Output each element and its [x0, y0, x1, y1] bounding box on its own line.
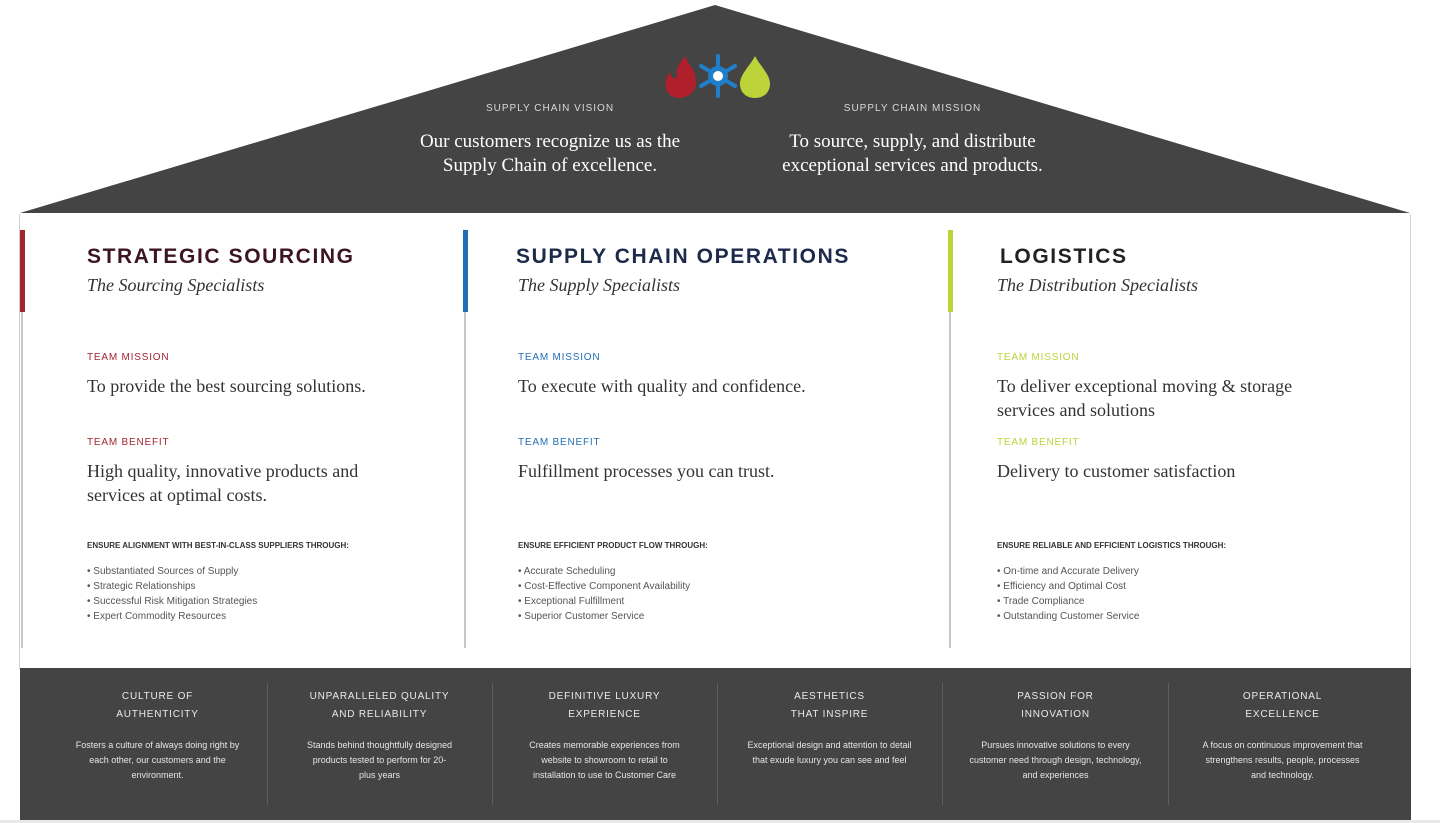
pillar-heading: DEFINITIVE LUXURY EXPERIENCE [548, 691, 661, 720]
accent-bar [20, 230, 25, 312]
supply-chain-mission: SUPPLY CHAIN MISSION To source, supply, … [745, 103, 1080, 178]
value-pillar: OPERATIONAL EXCELLENCE A focus on contin… [1195, 688, 1370, 783]
column-title: LOGISTICS [1000, 245, 1128, 268]
team-benefit-label: TEAM BENEFIT [997, 437, 1080, 448]
ensure-heading: ENSURE ALIGNMENT WITH BEST-IN-CLASS SUPP… [87, 541, 349, 550]
accent-bar [948, 230, 953, 312]
value-pillar: UNPARALLELED QUALITY AND RELIABILITY Sta… [292, 688, 467, 783]
column-subtitle: The Sourcing Specialists [87, 275, 265, 295]
list-item: Successful Risk Mitigation Strategies [87, 594, 257, 609]
pillar-divider [492, 683, 493, 805]
snowflake-icon [699, 54, 737, 98]
pillar-heading: OPERATIONAL EXCELLENCE [1242, 691, 1323, 720]
pillar-heading: CULTURE OF AUTHENTICITY [116, 691, 199, 720]
list-item: Trade Compliance [997, 594, 1139, 609]
column-title: SUPPLY CHAIN OPERATIONS [516, 245, 850, 268]
list-item: Accurate Scheduling [518, 564, 690, 579]
flame-icon [665, 56, 696, 98]
mission-label: SUPPLY CHAIN MISSION [843, 103, 982, 114]
ensure-list: Substantiated Sources of Supply Strategi… [87, 564, 257, 624]
column-subtitle: The Supply Specialists [518, 275, 680, 295]
column-divider [464, 312, 466, 648]
team-mission-label: TEAM MISSION [997, 352, 1080, 363]
team-mission-text: To provide the best sourcing solutions. [87, 376, 366, 396]
list-item: Cost-Effective Component Availability [518, 579, 690, 594]
pillar-description: Pursues innovative solutions to every cu… [969, 740, 1142, 780]
pillar-heading: PASSION FOR INNOVATION [1017, 691, 1094, 720]
team-mission-label: TEAM MISSION [518, 352, 601, 363]
vision-label: SUPPLY CHAIN VISION [485, 103, 615, 114]
pillar-description: Stands behind thoughtfully designed prod… [306, 740, 453, 780]
right-wall [1410, 214, 1411, 669]
pillar-description: Fosters a culture of always doing right … [75, 740, 240, 780]
water-drop-icon [740, 56, 770, 98]
pillar-divider [717, 683, 718, 805]
brand-icons [665, 54, 770, 98]
team-benefit-label: TEAM BENEFIT [518, 437, 601, 448]
roof-shape [20, 5, 1410, 213]
value-pillar: AESTHETICS THAT INSPIRE Exceptional desi… [742, 688, 917, 768]
team-benefit-text: Delivery to customer satisfaction [997, 461, 1236, 481]
left-wall [19, 214, 20, 669]
column-strategic-sourcing: STRATEGIC SOURCING The Sourcing Speciali… [20, 230, 460, 648]
supply-chain-vision: SUPPLY CHAIN VISION Our customers recogn… [400, 103, 700, 178]
foundation: CULTURE OF AUTHENTICITY Fosters a cultur… [20, 668, 1411, 820]
list-item: Exceptional Fulfillment [518, 594, 690, 609]
bottom-edge [0, 820, 1440, 823]
list-item: Substantiated Sources of Supply [87, 564, 257, 579]
column-logistics: LOGISTICS The Distribution Specialists T… [948, 230, 1388, 648]
list-item: Efficiency and Optimal Cost [997, 579, 1139, 594]
team-mission-text: To execute with quality and confidence. [518, 376, 806, 396]
pillar-heading: UNPARALLELED QUALITY AND RELIABILITY [309, 691, 450, 720]
ensure-list: On-time and Accurate Delivery Efficiency… [997, 564, 1139, 624]
pillar-divider [1168, 683, 1169, 805]
value-pillar: DEFINITIVE LUXURY EXPERIENCE Creates mem… [517, 688, 692, 783]
value-pillar: CULTURE OF AUTHENTICITY Fosters a cultur… [70, 688, 245, 783]
column-supply-chain-operations: SUPPLY CHAIN OPERATIONS The Supply Speci… [463, 230, 943, 648]
team-mission-text: To deliver exceptional moving & storage … [997, 376, 1293, 420]
ensure-list: Accurate Scheduling Cost-Effective Compo… [518, 564, 690, 624]
vision-text: Our customers recognize us as the Supply… [419, 131, 681, 176]
column-subtitle: The Distribution Specialists [997, 275, 1199, 295]
pillar-description: Creates memorable experiences from websi… [529, 740, 680, 780]
list-item: Strategic Relationships [87, 579, 257, 594]
pillar-description: A focus on continuous improvement that s… [1202, 740, 1363, 780]
column-divider [949, 312, 951, 648]
team-benefit-text: High quality, innovative products and se… [87, 461, 359, 505]
ensure-heading: ENSURE EFFICIENT PRODUCT FLOW THROUGH: [518, 541, 708, 550]
pillar-description: Exceptional design and attention to deta… [747, 740, 912, 765]
mission-text: To source, supply, and distribute except… [782, 131, 1043, 176]
value-pillar: PASSION FOR INNOVATION Pursues innovativ… [968, 688, 1143, 783]
accent-bar [463, 230, 468, 312]
team-benefit-text: Fulfillment processes you can trust. [518, 461, 775, 481]
column-divider [21, 312, 23, 648]
team-benefit-label: TEAM BENEFIT [87, 437, 170, 448]
pillar-divider [942, 683, 943, 805]
pillar-heading: AESTHETICS THAT INSPIRE [790, 691, 869, 720]
list-item: On-time and Accurate Delivery [997, 564, 1139, 579]
list-item: Superior Customer Service [518, 609, 690, 624]
pillar-divider [267, 683, 268, 805]
ensure-heading: ENSURE RELIABLE AND EFFICIENT LOGISTICS … [997, 541, 1227, 550]
list-item: Outstanding Customer Service [997, 609, 1139, 624]
list-item: Expert Commodity Resources [87, 609, 257, 624]
column-title: STRATEGIC SOURCING [87, 245, 355, 268]
team-mission-label: TEAM MISSION [87, 352, 170, 363]
roof [20, 5, 1410, 213]
